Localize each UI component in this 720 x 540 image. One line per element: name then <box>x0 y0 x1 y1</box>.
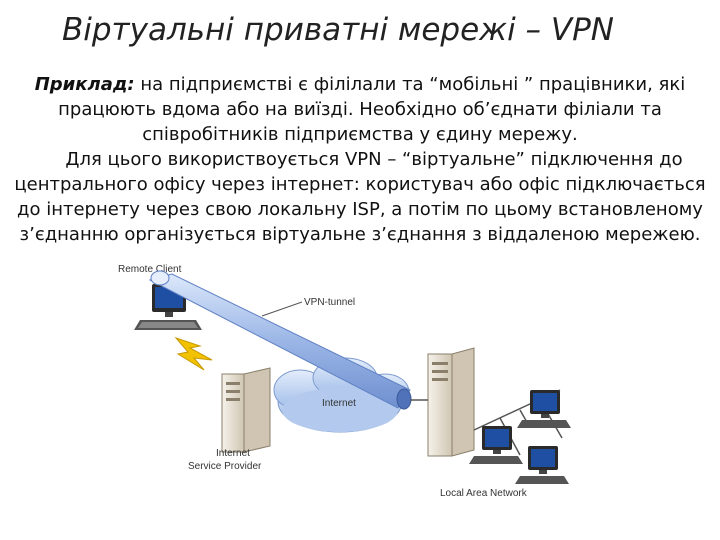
lan-computer-3 <box>515 446 569 484</box>
isp-label-line1: Internet <box>216 448 250 459</box>
isp-server <box>221 367 271 453</box>
internet-label: Internet <box>322 398 356 409</box>
vpn-text: Для цього використвоується VPN – “віртуа… <box>14 149 706 245</box>
example-intro: Приклад: <box>34 74 135 95</box>
slide-title: Віртуальні приватні мережі – VPN <box>62 12 614 48</box>
lightning-icon <box>174 336 213 371</box>
paragraph-vpn: Для цього використвоується VPN – “віртуа… <box>2 147 718 247</box>
vpn-tunnel-label: VPN-tunnel <box>304 297 355 308</box>
example-text: на підприємстві є філілали та “мобільні … <box>58 74 686 145</box>
slide-body: Приклад: на підприємстві є філілали та “… <box>2 72 718 247</box>
vpn-diagram: Remote Client Internet Service Provider … <box>118 264 571 499</box>
lan-computer-1 <box>517 390 571 428</box>
isp-label-line2: Service Provider <box>188 461 262 472</box>
lan-server <box>427 347 475 457</box>
lan-label: Local Area Network <box>440 488 528 499</box>
vpn-tunnel <box>148 270 412 410</box>
lan-computer-2 <box>469 426 523 464</box>
paragraph-example: Приклад: на підприємстві є філілали та “… <box>2 72 718 147</box>
remote-client-label: Remote Client <box>118 264 182 275</box>
